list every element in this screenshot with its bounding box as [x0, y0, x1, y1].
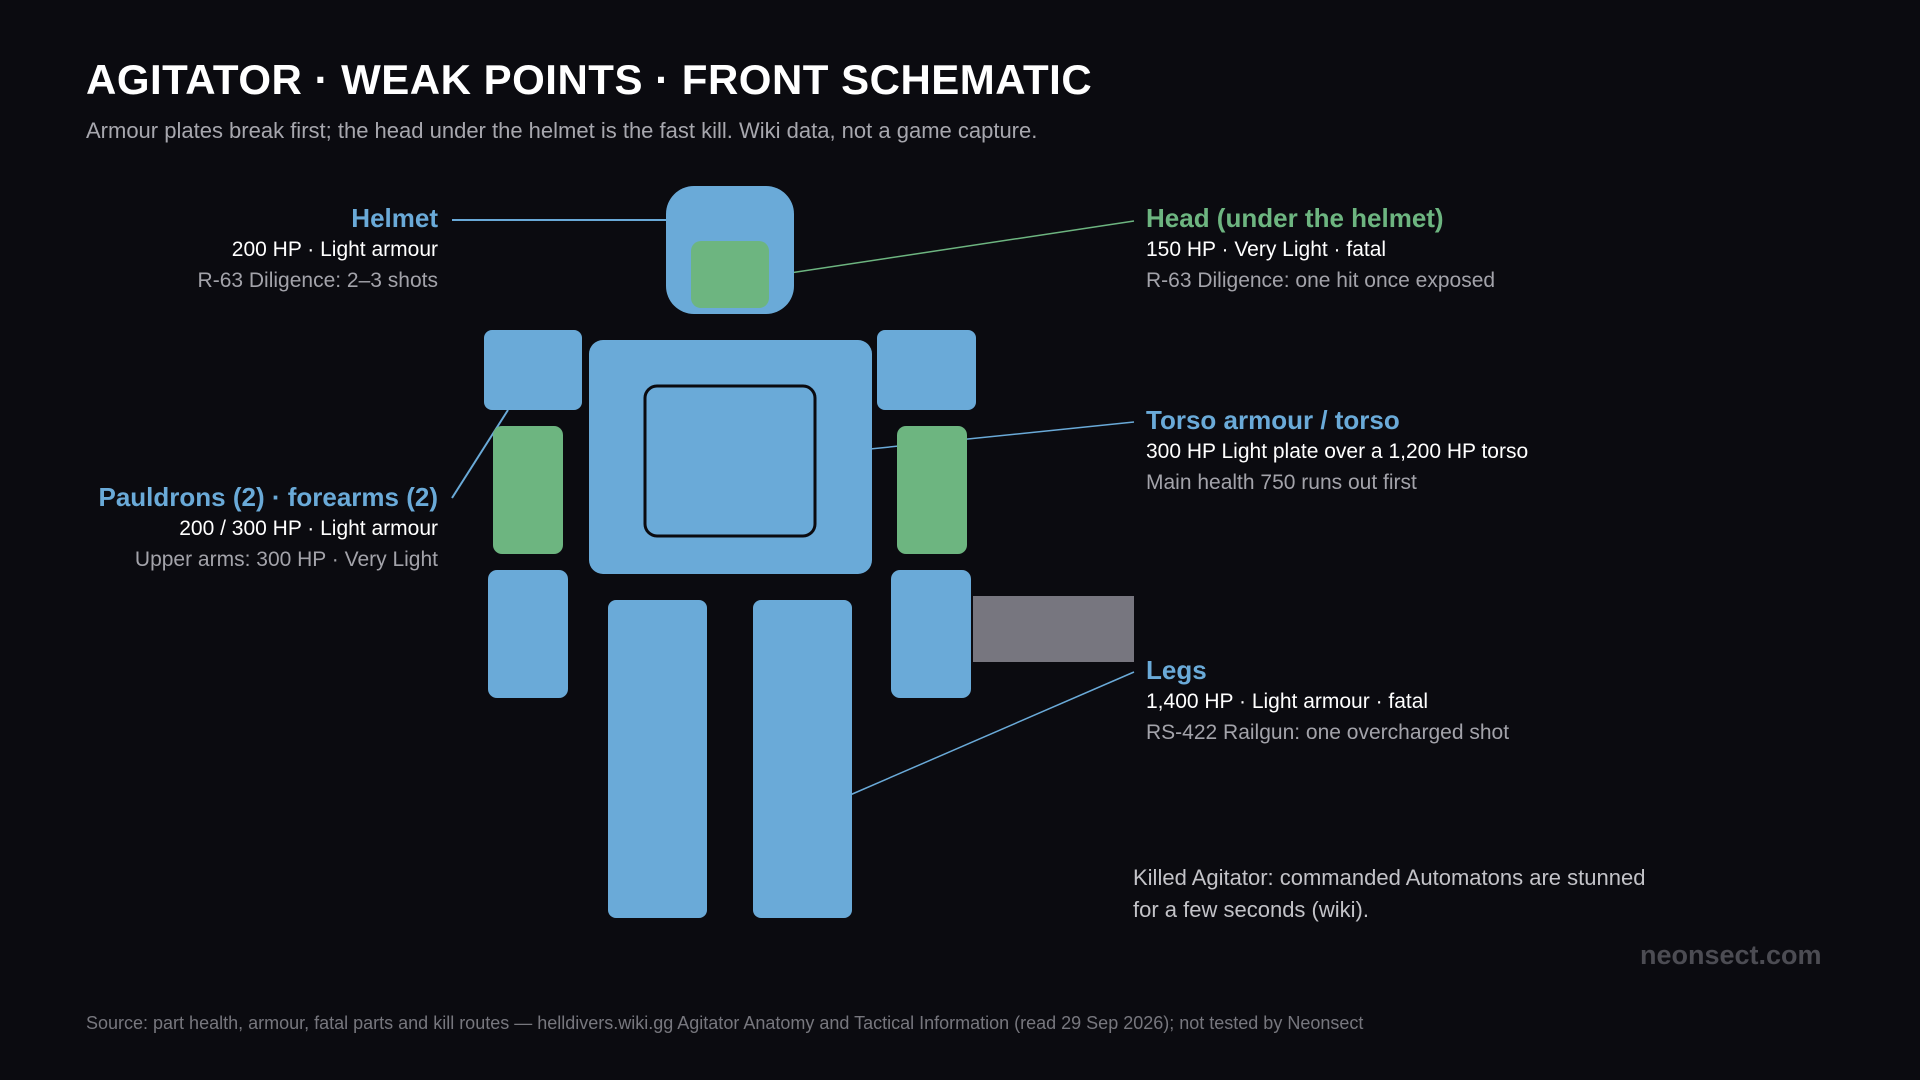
head-label-name: Head (under the helmet): [1146, 203, 1444, 233]
pauldrons-label-stats: 200 / 300 HP · Light armour: [179, 517, 438, 540]
right-pauldron-part: [877, 330, 976, 410]
left-upper-arm-weak-point: [493, 426, 563, 554]
torso-armour-plate: [643, 384, 817, 538]
legs-label-stats: 1,400 HP · Light armour · fatal: [1146, 690, 1429, 713]
head-label-note: R-63 Diligence: one hit once exposed: [1146, 269, 1496, 292]
legs-leader-line: [849, 671, 1135, 796]
pauldrons-label-note: Upper arms: 300 HP · Very Light: [134, 548, 438, 571]
head-label: Head (under the helmet) 150 HP · Very Li…: [1146, 202, 1495, 296]
weapon-barrel: [973, 596, 1134, 662]
head-label-stats: 150 HP · Very Light · fatal: [1146, 238, 1387, 261]
legs-label-name: Legs: [1146, 655, 1207, 685]
page-subtitle: Armour plates break first; the head unde…: [86, 118, 1038, 143]
pauldron-leader-line: [451, 409, 509, 499]
helmet-label-stats: 200 HP · Light armour: [231, 238, 438, 261]
helmet-label: Helmet 200 HP · Light armour R-63 Dilige…: [198, 202, 438, 296]
head-leader-line: [769, 220, 1135, 277]
torso-label: Torso armour / torso 300 HP Light plate …: [1146, 404, 1528, 498]
torso-label-name: Torso armour / torso: [1146, 405, 1400, 435]
head-weak-point: [691, 241, 769, 308]
page-title: AGITATOR · WEAK POINTS · FRONT SCHEMATIC: [86, 56, 1093, 103]
left-leg-part: [608, 600, 707, 918]
right-leg-part: [753, 600, 852, 918]
torso-label-stats: 300 HP Light plate over a 1,200 HP torso: [1146, 440, 1529, 463]
helmet-label-note: R-63 Diligence: 2–3 shots: [197, 269, 438, 292]
right-upper-arm-weak-point: [897, 426, 967, 554]
kill-effect-footnote: Killed Agitator: commanded Automatons ar…: [1133, 865, 1646, 922]
torso-label-note: Main health 750 runs out first: [1146, 471, 1417, 494]
pauldrons-label: Pauldrons (2) · forearms (2) 200 / 300 H…: [98, 481, 438, 575]
pauldrons-label-name: Pauldrons (2) · forearms (2): [98, 482, 438, 512]
brand-watermark: neonsect.com: [1640, 940, 1822, 970]
legs-label: Legs 1,400 HP · Light armour · fatal RS-…: [1146, 654, 1509, 748]
left-pauldron-part: [484, 330, 582, 410]
right-forearm-part: [891, 570, 971, 698]
left-forearm-part: [488, 570, 568, 698]
legs-label-note: RS-422 Railgun: one overcharged shot: [1146, 721, 1510, 744]
source-note: Source: part health, armour, fatal parts…: [86, 1013, 1364, 1033]
helmet-label-name: Helmet: [351, 203, 438, 233]
